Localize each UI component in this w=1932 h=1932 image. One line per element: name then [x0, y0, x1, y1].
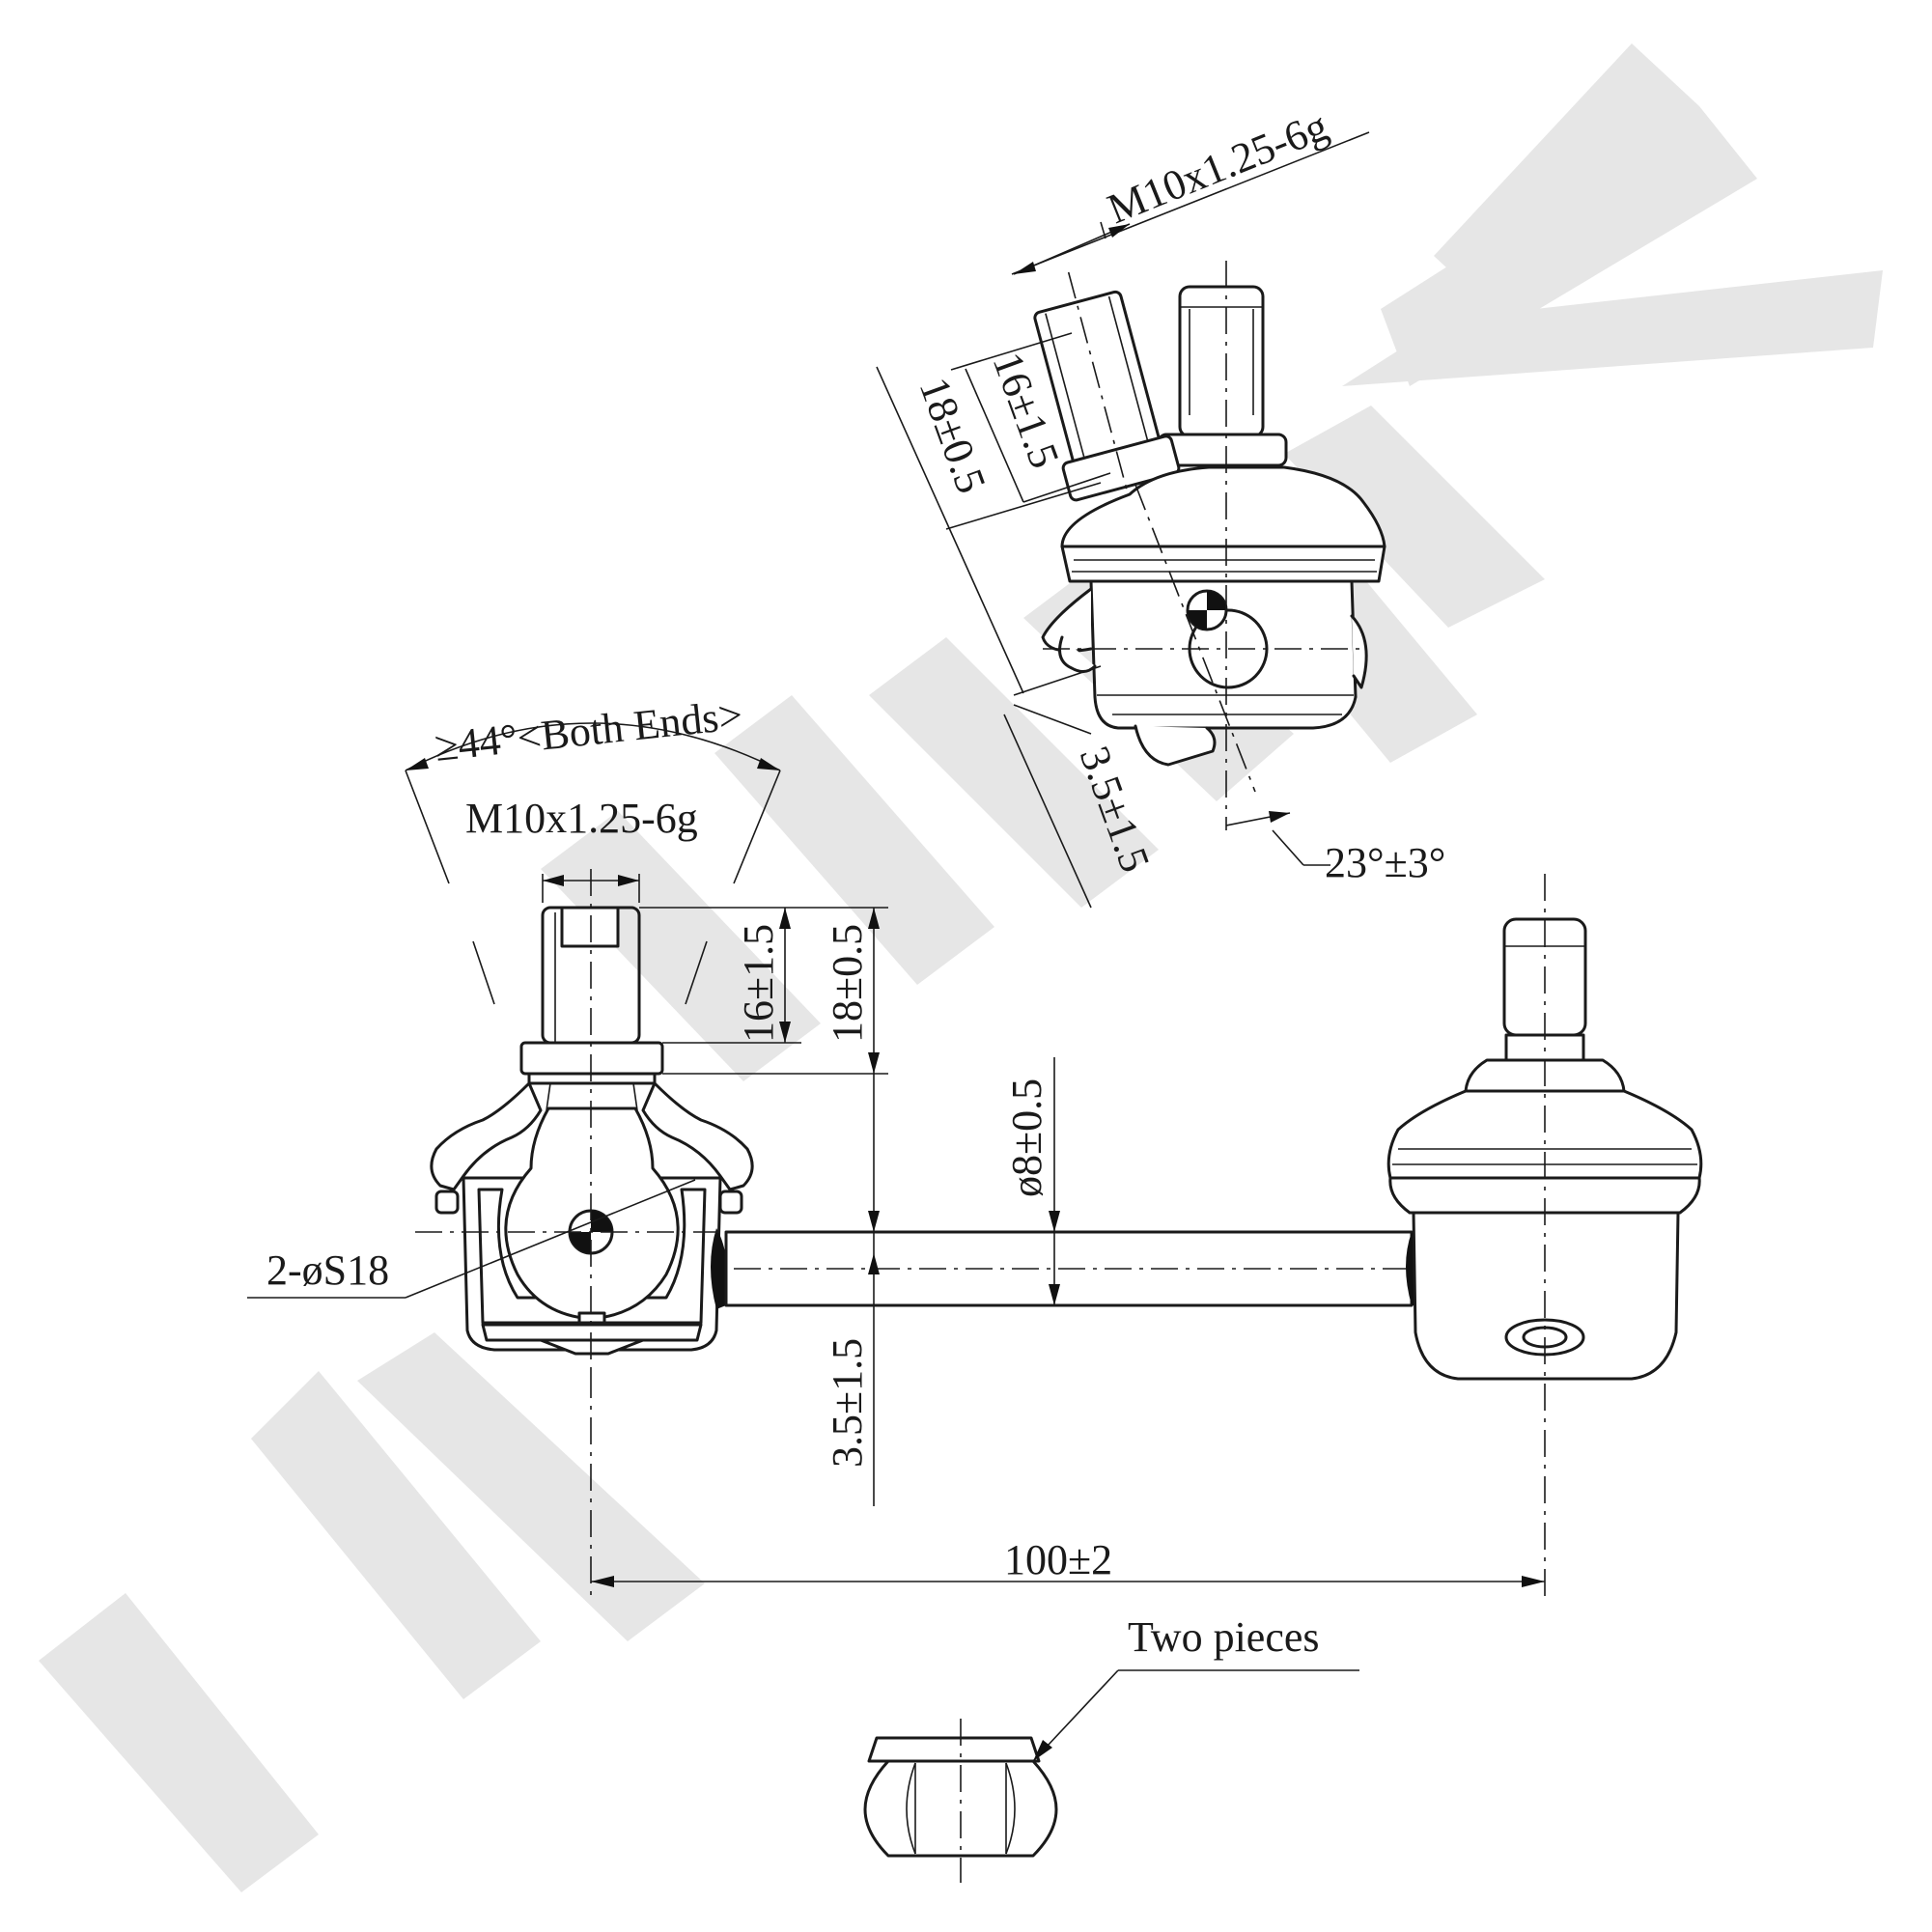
ball-diameter-label: 2-øS18 — [266, 1246, 389, 1294]
hex-nut — [863, 1669, 1359, 1883]
left-view-dimensions — [247, 722, 1545, 1587]
tilt-angle-label: 23°±3° — [1325, 839, 1445, 886]
rod-diameter-label: ø8±0.5 — [1003, 1078, 1050, 1197]
center-distance-label: 100±2 — [1004, 1536, 1112, 1583]
thread-spec-left-label: M10x1.25-6g — [465, 795, 698, 842]
swing-angle-label: ≥44°<Both Ends> — [433, 691, 744, 770]
stud-length-left-label: 16±1.5 — [735, 924, 782, 1043]
thread-spec-top-label: M10x1.25-6g — [1101, 102, 1334, 234]
connecting-rod — [724, 1230, 1423, 1307]
offset-left-label: 3.5±1.5 — [824, 1338, 871, 1468]
top-view-dimensions — [876, 131, 1370, 909]
ball-joint-top-view — [1033, 261, 1386, 830]
stud-height-left-label: 18±0.5 — [824, 924, 871, 1043]
stud-height-top-label: 18±0.5 — [910, 372, 995, 499]
nut-note-label: Two pieces — [1128, 1613, 1320, 1661]
ball-joint-section-left — [415, 869, 763, 1603]
watermark-logo — [39, 43, 1883, 1892]
ball-joint-right — [1386, 874, 1703, 1603]
